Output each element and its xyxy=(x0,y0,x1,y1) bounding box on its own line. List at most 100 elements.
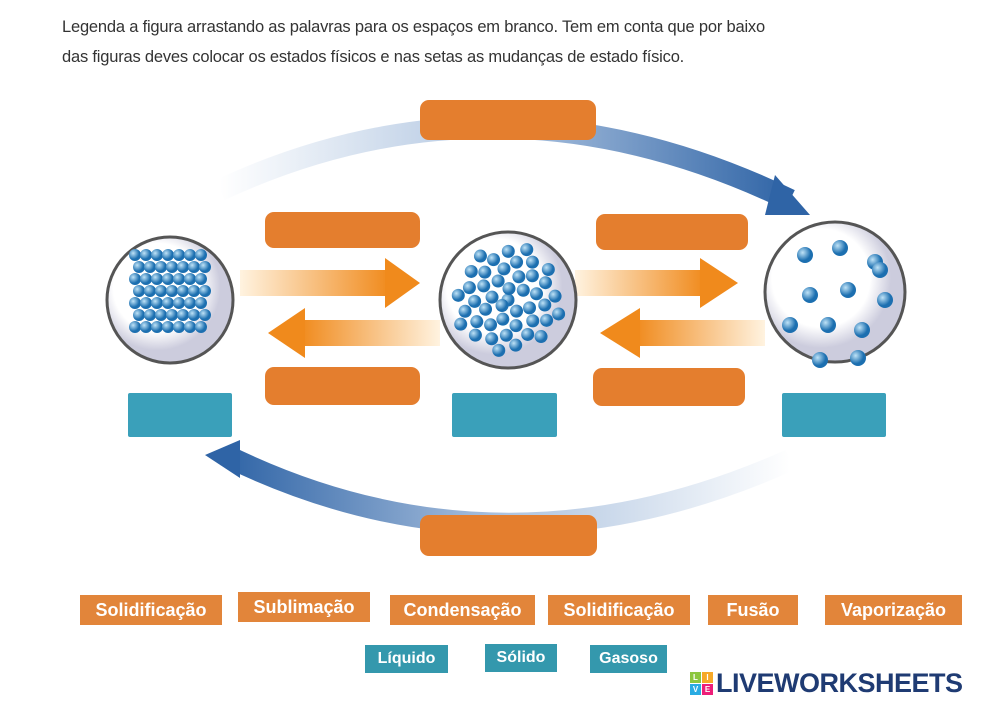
particle xyxy=(872,262,888,278)
arrow-top-head xyxy=(765,175,810,215)
drop-zone-top-arrow[interactable] xyxy=(420,100,596,140)
particle xyxy=(485,290,499,304)
particle xyxy=(162,321,174,333)
word-chip-fusao[interactable]: Fusão xyxy=(708,595,798,625)
particle xyxy=(133,309,145,321)
particle xyxy=(454,317,468,331)
word-chip-solidificacao[interactable]: Solidificação xyxy=(80,595,222,625)
particle xyxy=(877,292,893,308)
drop-zone-solidification-arrow[interactable] xyxy=(265,367,420,405)
particle xyxy=(797,247,813,263)
word-chip-solidificacao-2[interactable]: Solidificação xyxy=(548,595,690,625)
particle xyxy=(468,328,482,342)
particle xyxy=(188,261,200,273)
instruction-line-1: Legenda a figura arrastando as palavras … xyxy=(62,18,765,36)
particle xyxy=(162,297,174,309)
particle xyxy=(526,314,540,328)
particle xyxy=(155,261,167,273)
particle xyxy=(502,282,516,296)
particle xyxy=(151,273,163,285)
particle xyxy=(166,309,178,321)
arrow-liquid-to-gas xyxy=(575,258,738,308)
drop-zone-condensation-arrow[interactable] xyxy=(593,368,745,406)
drop-zone-state-solid[interactable] xyxy=(128,393,232,437)
particle xyxy=(854,322,870,338)
particle xyxy=(151,321,163,333)
particle xyxy=(129,321,141,333)
particle xyxy=(140,249,152,261)
drop-zone-vaporization-arrow[interactable] xyxy=(596,214,748,250)
particle xyxy=(195,321,207,333)
particle xyxy=(495,298,509,312)
particle xyxy=(510,304,524,318)
particle xyxy=(140,321,152,333)
drop-zone-state-liquid[interactable] xyxy=(452,393,557,437)
particle xyxy=(530,287,544,301)
particle xyxy=(195,249,207,261)
word-chip-gasoso[interactable]: Gasoso xyxy=(590,645,667,673)
particle xyxy=(462,281,476,295)
particle xyxy=(451,288,465,302)
particle xyxy=(144,261,156,273)
particle xyxy=(473,249,487,263)
particle xyxy=(521,327,535,341)
particle xyxy=(458,304,472,318)
particle xyxy=(497,262,511,276)
particle xyxy=(155,285,167,297)
particle xyxy=(541,262,555,276)
word-chip-sublimacao[interactable]: Sublimação xyxy=(238,592,370,622)
particle xyxy=(782,317,798,333)
particle xyxy=(478,265,492,279)
word-chip-vaporizacao[interactable]: Vaporização xyxy=(825,595,962,625)
particle xyxy=(499,328,513,342)
particle xyxy=(195,297,207,309)
particle xyxy=(802,287,818,303)
solid-particles xyxy=(129,249,211,333)
word-chip-condensacao[interactable]: Condensação xyxy=(390,595,535,625)
particle xyxy=(199,285,211,297)
particle xyxy=(520,243,534,257)
particle xyxy=(479,302,493,316)
drop-zone-state-gas[interactable] xyxy=(782,393,886,437)
particle xyxy=(177,261,189,273)
particle xyxy=(832,240,848,256)
particle xyxy=(177,285,189,297)
particle xyxy=(477,279,491,293)
particle xyxy=(540,313,554,327)
instruction-line-2: das figuras deves colocar os estados fís… xyxy=(62,48,685,66)
word-chip-liquido[interactable]: Líquido xyxy=(365,645,448,673)
particle xyxy=(144,285,156,297)
particle xyxy=(812,352,828,368)
particle xyxy=(468,294,482,308)
arrow-bottom-head xyxy=(205,440,240,478)
particle xyxy=(539,276,553,290)
particle xyxy=(188,309,200,321)
particle xyxy=(151,249,163,261)
particle xyxy=(199,309,211,321)
particle xyxy=(840,282,856,298)
particle xyxy=(548,289,562,303)
particle xyxy=(129,273,141,285)
arrow-gas-to-liquid xyxy=(600,308,765,358)
particle xyxy=(133,261,145,273)
word-chip-solido[interactable]: Sólido xyxy=(485,644,557,672)
particle xyxy=(173,249,185,261)
drop-zone-bottom-arrow[interactable] xyxy=(420,515,597,556)
particle xyxy=(552,307,566,321)
particle xyxy=(151,297,163,309)
particle xyxy=(133,285,145,297)
particle xyxy=(509,319,523,333)
particle xyxy=(155,309,167,321)
particle xyxy=(534,330,548,344)
drop-zone-fusion-arrow[interactable] xyxy=(265,212,420,248)
particle xyxy=(525,255,539,269)
particle xyxy=(129,249,141,261)
particle xyxy=(538,298,552,312)
particle xyxy=(173,273,185,285)
particle xyxy=(184,249,196,261)
particle xyxy=(195,273,207,285)
states-diagram xyxy=(105,116,907,535)
particle xyxy=(199,261,211,273)
